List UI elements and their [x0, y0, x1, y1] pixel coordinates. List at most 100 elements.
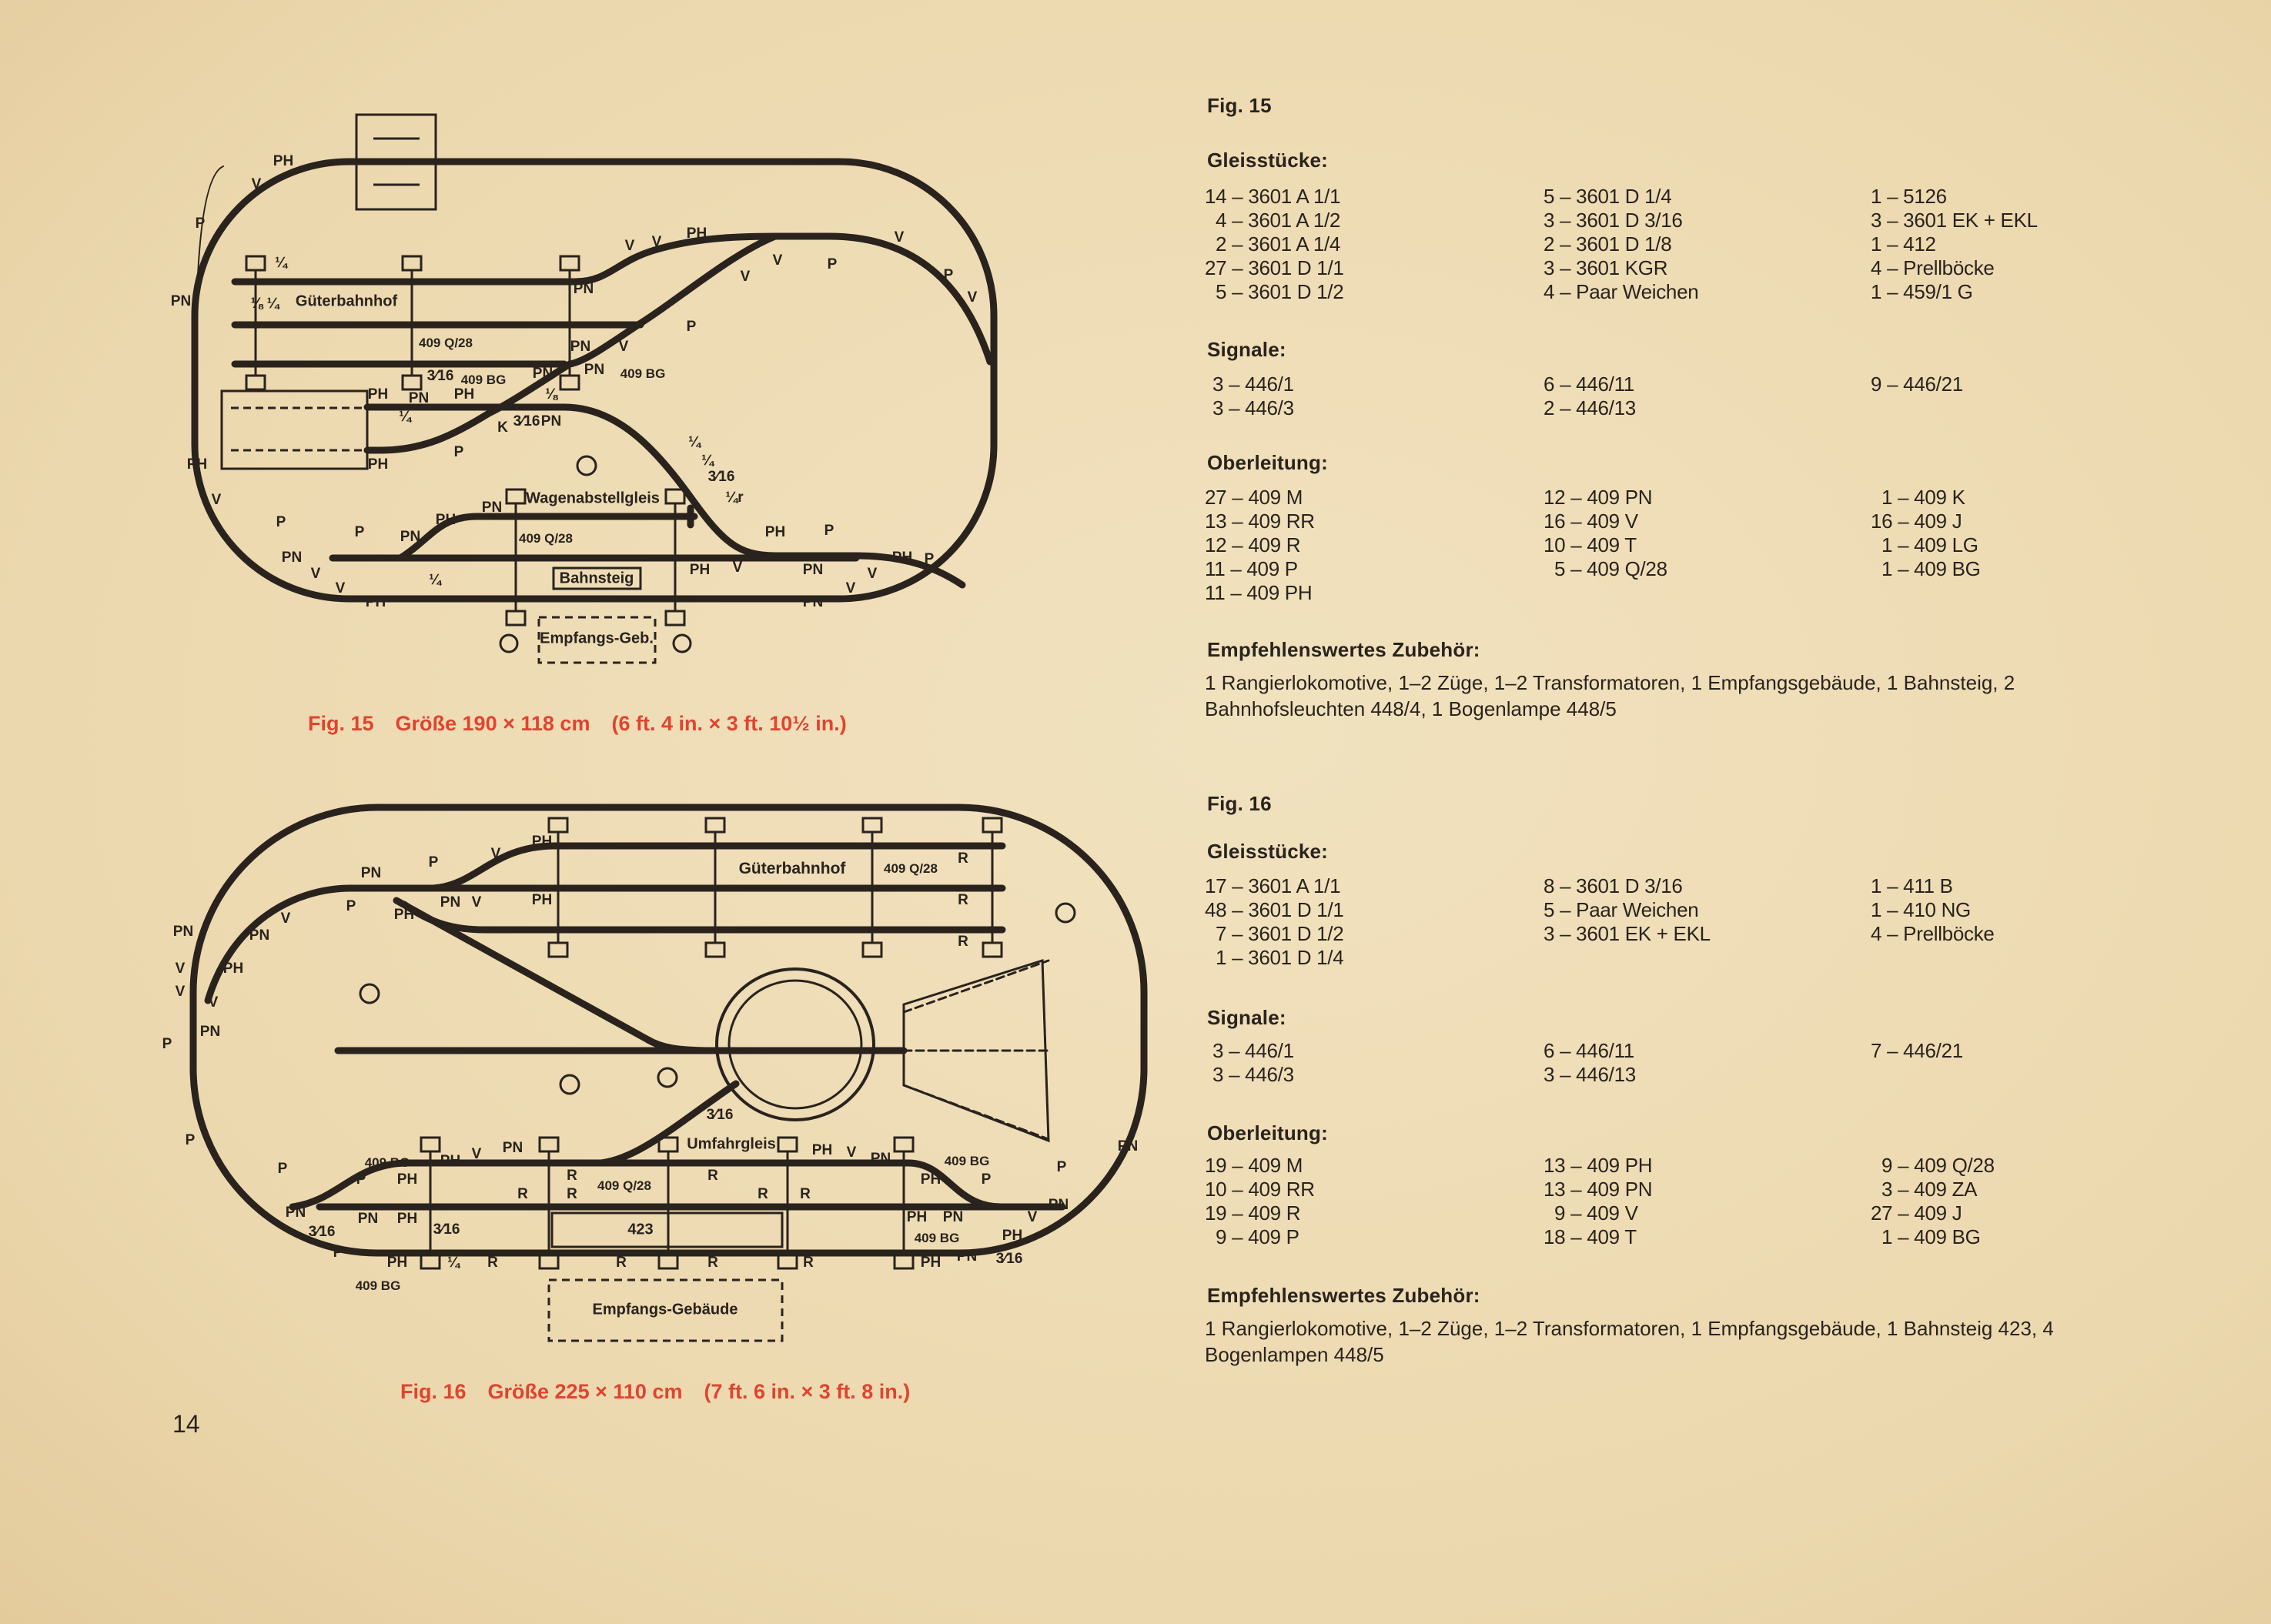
fig16-umfahrgleis-label: Umfahrgleis: [687, 1135, 776, 1153]
track-label: PN: [502, 1140, 523, 1156]
track-label: P: [827, 256, 838, 272]
track-label: 409 BG: [364, 1155, 410, 1170]
track-label: P: [333, 1245, 343, 1261]
fig15-s-curve: [363, 403, 966, 589]
fig16-inner-curve: [204, 884, 355, 1004]
caption-size: Größe 190 × 118 cm: [395, 712, 590, 735]
parts-list-item: 2 – 446/13: [1544, 396, 1636, 419]
track-label: PH: [393, 907, 415, 923]
parts-list-item: 19 – 409 M: [1205, 1154, 1303, 1177]
parts-list-item: 1 – 409 BG: [1881, 557, 1981, 580]
parts-list-item: 5 – 409 Q/28: [1554, 557, 1667, 580]
track-label: ¼: [399, 409, 411, 425]
track-label: V: [651, 234, 662, 250]
parts-list-item: 7 – 3601 D 1/2: [1216, 922, 1344, 945]
track-label: R: [567, 1186, 577, 1202]
parts-list-item: 27 – 3601 D 1/1: [1205, 256, 1344, 279]
track-label: V: [867, 566, 878, 582]
parts-list-item: 3 – 409 ZA: [1881, 1178, 1978, 1201]
track-label: PN: [199, 1024, 221, 1040]
section-heading: Signale:: [1207, 1006, 1286, 1029]
fig16-station-tracks: [289, 1159, 1066, 1211]
track-label: V: [175, 961, 186, 977]
track-label: R: [958, 934, 968, 950]
fig16-gueterbahnhof-label: Güterbahnhof: [738, 860, 846, 877]
parts-list-item: 5 – 3601 D 1/4: [1544, 185, 1672, 208]
parts-list-item: 13 – 409 RR: [1205, 510, 1315, 533]
track-label: R: [707, 1168, 718, 1184]
parts-list-item: 1 – 409 K: [1881, 486, 1965, 509]
parts-list-item: 3 – 446/3: [1212, 1063, 1294, 1086]
parts-list-item: 3 – 446/1: [1212, 1039, 1294, 1062]
track-label: PH: [891, 550, 913, 566]
track-label: R: [958, 892, 968, 908]
fig15-catenary-wire: [196, 165, 224, 324]
track-label: PN: [357, 1211, 379, 1227]
accessories-text: 1 Rangierlokomotive, 1–2 Züge, 1–2 Trans…: [1205, 671, 2015, 720]
track-label: PH: [440, 1153, 461, 1169]
parts-list-item: 48 – 3601 D 1/1: [1205, 898, 1344, 921]
track-label: 409 BG: [944, 1154, 990, 1168]
fig15-wagenabstellgleis-label: Wagenabstellgleis: [526, 490, 660, 507]
parts-list-item: 3 – 446/1: [1212, 373, 1294, 396]
fig15-siding-1: [231, 232, 994, 366]
track-label: P: [428, 854, 439, 870]
track-label: PH: [1002, 1228, 1023, 1244]
lamp-icon: [576, 455, 597, 476]
track-label: PH: [531, 892, 553, 908]
track-label: PN: [802, 562, 824, 578]
track-label: K: [497, 419, 508, 436]
section-heading: Gleisstücke:: [1207, 149, 1329, 172]
parts-list-item: 9 – 446/21: [1871, 373, 1963, 396]
track-label: PN: [400, 529, 421, 545]
track-label: ¼r: [725, 490, 744, 506]
fig16-catenary-masts: [420, 817, 1003, 1270]
track-label: PH: [222, 961, 244, 977]
caption-size-imperial: (7 ft. 6 in. × 3 ft. 8 in.): [704, 1380, 911, 1403]
track-label: V: [845, 580, 856, 596]
track-label: PN: [481, 500, 503, 516]
track-label: PN: [281, 550, 303, 566]
fig15-outer-loop: [191, 158, 998, 603]
fig16-station-outline: [547, 1278, 784, 1342]
fig15-catenary-masts: [245, 255, 686, 627]
track-label: 409 Q/28: [519, 531, 573, 546]
track-label: PN: [584, 362, 605, 378]
track-label: V: [471, 1146, 482, 1162]
track-label: V: [624, 238, 635, 254]
track-label: 3⁄16: [706, 1107, 734, 1123]
track-label: P: [162, 1036, 172, 1052]
parts-list-item: 1 – 3601 D 1/4: [1216, 946, 1344, 969]
track-label: PN: [408, 390, 430, 406]
parts-list-item: 4 – 3601 A 1/2: [1216, 209, 1341, 232]
caption-fig-number: Fig. 15: [308, 712, 374, 735]
parts-list-item: 7 – 446/21: [1871, 1039, 1963, 1062]
parts-list-item: 3 – 3601 D 3/16: [1544, 209, 1683, 232]
track-label: R: [758, 1186, 768, 1202]
track-label: PH: [689, 562, 711, 578]
track-label: PN: [870, 1151, 891, 1167]
parts-list-item: 12 – 409 R: [1205, 533, 1301, 556]
parts-list-item: 16 – 409 V: [1544, 510, 1638, 533]
track-label: PN: [802, 594, 824, 610]
track-label: PN: [532, 366, 554, 382]
section-heading: Empfehlenswertes Zubehör:: [1207, 1284, 1480, 1307]
track-label: P: [453, 444, 464, 460]
track-label: PH: [811, 1142, 833, 1158]
track-label: PH: [764, 524, 786, 540]
parts-list-item: 10 – 409 T: [1544, 533, 1637, 556]
track-label: R: [800, 1186, 811, 1202]
track-label: R: [958, 850, 968, 867]
track-label: 409 BG: [620, 366, 666, 381]
figure-heading: Fig. 15: [1207, 94, 1272, 117]
fig15-structures: [220, 113, 692, 664]
track-label: V: [280, 911, 291, 927]
track-label: PH: [186, 456, 208, 473]
lamp-icon: [499, 633, 519, 653]
parts-list-item: 1 – 459/1 G: [1871, 280, 1973, 303]
section-heading: Oberleitung:: [1207, 1121, 1328, 1144]
parts-list-item: 1 – 411 B: [1871, 874, 1953, 897]
parts-list-item: 9 – 409 Q/28: [1881, 1154, 1995, 1177]
lamp-icon: [1055, 902, 1076, 924]
